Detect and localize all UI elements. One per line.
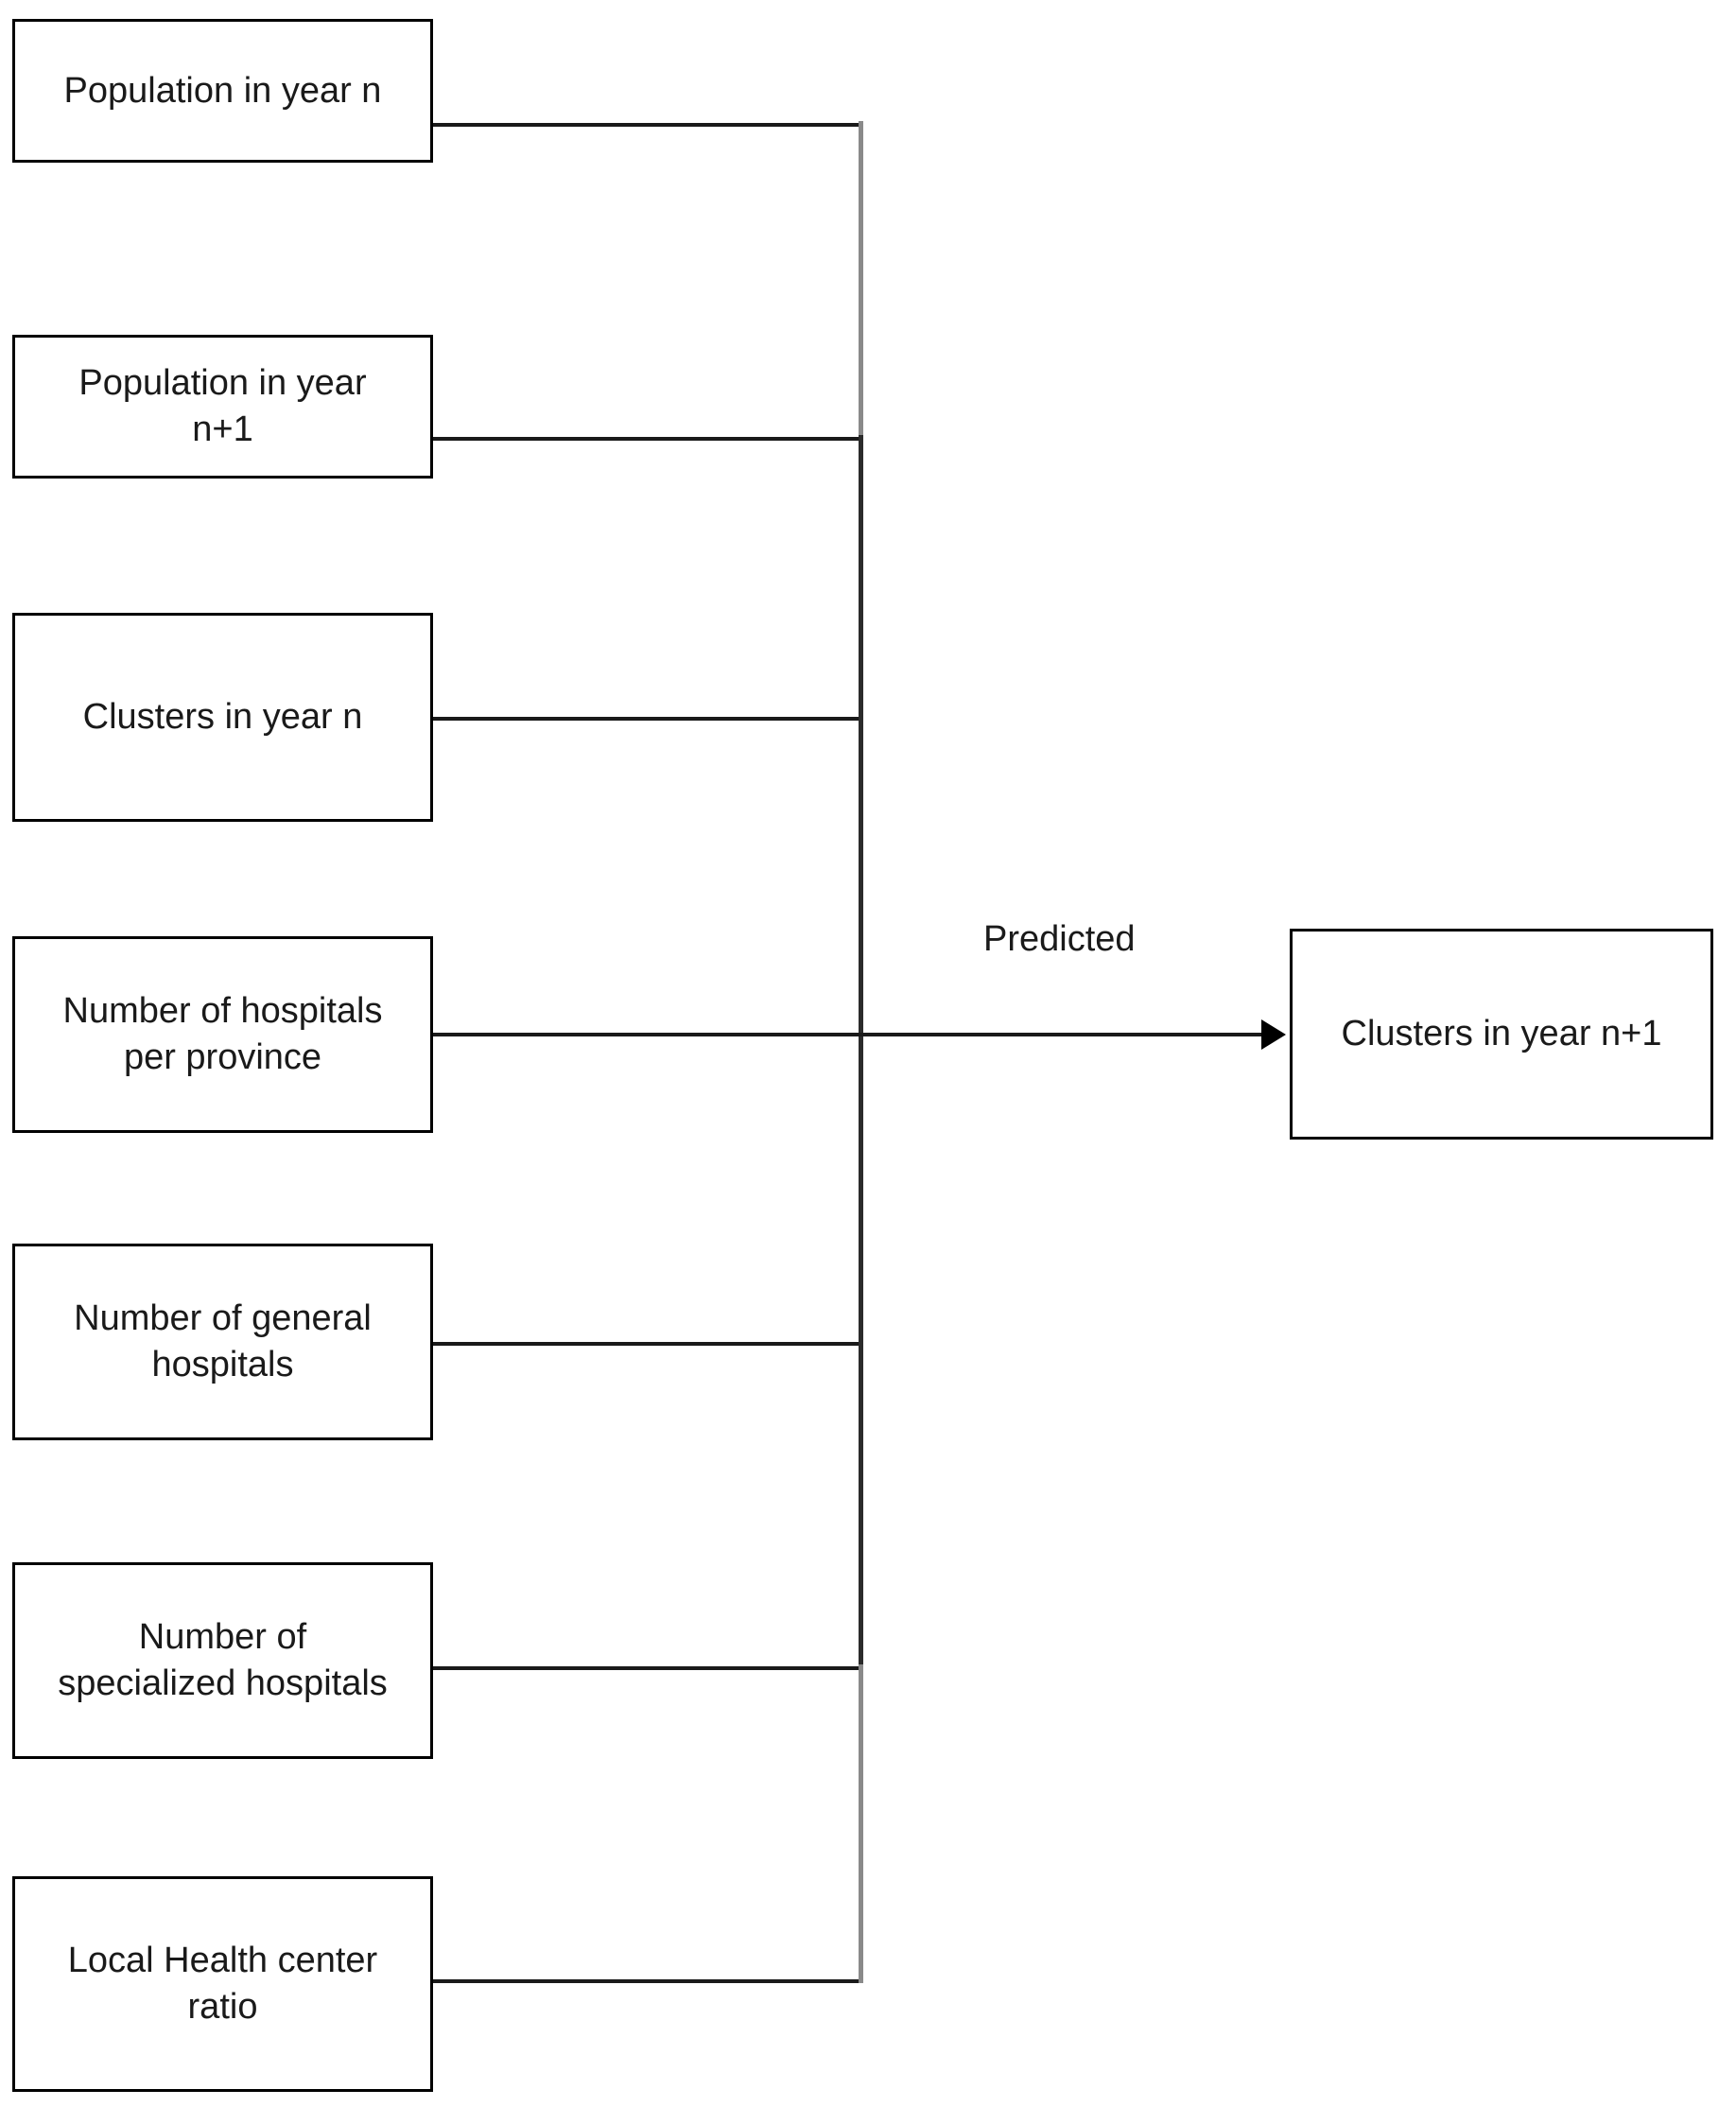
node-local-health-center-ratio: Local Health center ratio — [12, 1876, 433, 2092]
connector-hospitals-per-province — [433, 1033, 863, 1036]
node-label: Population in year n+1 — [78, 363, 367, 449]
node-clusters-year-n: Clusters in year n — [12, 613, 433, 822]
node-label: Number of general hospitals — [74, 1298, 372, 1384]
node-label: Population in year n — [63, 70, 382, 111]
trunk-segment-middle — [859, 435, 863, 1670]
connector-population-year-n-plus-1 — [433, 437, 863, 441]
predicted-arrow-line — [859, 1033, 1275, 1036]
node-population-year-n-plus-1: Population in year n+1 — [12, 335, 433, 479]
node-specialized-hospitals: Number of specialized hospitals — [12, 1562, 433, 1759]
node-clusters-year-n-plus-1: Clusters in year n+1 — [1290, 929, 1713, 1140]
node-label: Number of hospitals per province — [62, 991, 383, 1077]
node-label: Local Health center ratio — [67, 1941, 378, 2027]
node-hospitals-per-province: Number of hospitals per province — [12, 936, 433, 1133]
connector-local-health-center-ratio — [433, 1979, 863, 1983]
connector-specialized-hospitals — [433, 1666, 863, 1670]
node-label: Clusters in year n — [82, 697, 363, 738]
trunk-segment-lower — [859, 1664, 863, 1983]
connector-clusters-year-n — [433, 717, 863, 721]
arrow-head-icon — [1261, 1019, 1286, 1050]
edge-label-predicted: Predicted — [983, 919, 1136, 959]
node-label: Clusters in year n+1 — [1341, 1014, 1662, 1054]
node-general-hospitals: Number of general hospitals — [12, 1244, 433, 1440]
connector-population-year-n — [433, 123, 863, 127]
node-population-year-n: Population in year n — [12, 19, 433, 163]
trunk-segment-upper — [859, 121, 863, 439]
node-label: Number of specialized hospitals — [58, 1617, 388, 1703]
connector-general-hospitals — [433, 1342, 863, 1346]
